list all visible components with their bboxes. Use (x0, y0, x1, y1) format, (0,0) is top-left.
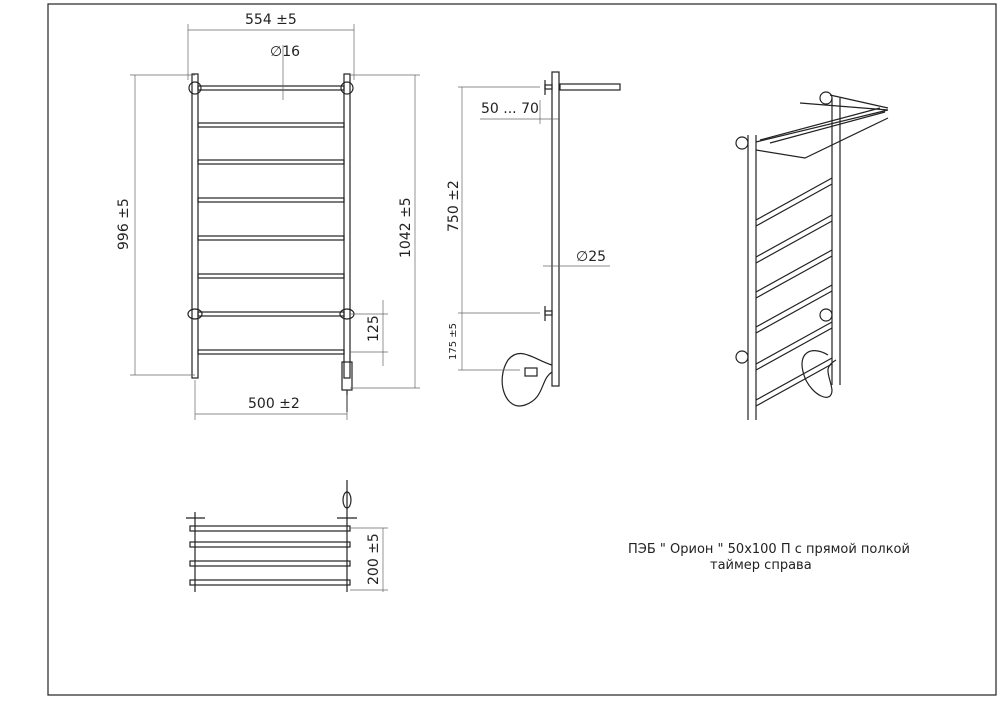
rung (197, 197, 345, 203)
rung (197, 159, 345, 165)
iso-rungs (755, 177, 833, 407)
rung (755, 357, 833, 407)
dim-750: 750 ±2 (446, 180, 462, 232)
dim-554: 554 ±5 (245, 12, 297, 28)
rung (197, 349, 345, 355)
rung (197, 273, 345, 279)
right-rail (343, 73, 351, 379)
title-line-1: ПЭБ " Орион " 50x100 П с прямой полкой (628, 542, 910, 557)
rung (755, 249, 833, 299)
side-rail (551, 71, 560, 387)
dim-1042: 1042 ±5 (398, 197, 414, 258)
side-view: 50 ... 70 750 ±2 175 ±5 ∅25 (446, 71, 621, 407)
drawing-frame (47, 3, 997, 696)
rung (755, 177, 833, 227)
rung (755, 284, 833, 334)
dim-125: 125 (366, 315, 382, 342)
plug (524, 367, 538, 377)
power-cable (501, 353, 553, 407)
dim-50-70: 50 ... 70 (481, 101, 539, 117)
dim-996: 996 ±5 (116, 198, 132, 250)
wall-mount (735, 136, 749, 150)
rung (755, 214, 833, 264)
rung (755, 321, 833, 371)
shelf-bar (559, 83, 621, 91)
shelf-bar (189, 525, 351, 532)
shelf (755, 94, 889, 159)
shelf-bar (189, 560, 351, 567)
timer-unit (342, 491, 352, 509)
front-view: 554 ±5 ∅16 996 ±5 1042 ±5 125 500 ±2 (116, 12, 420, 420)
dim-diameter-25: ∅25 (576, 249, 606, 265)
wall-mount (188, 81, 202, 95)
wall-mount (187, 308, 203, 320)
rung (197, 122, 345, 128)
rungs (197, 85, 345, 355)
wall-mount (544, 84, 553, 90)
wall-mount (819, 91, 833, 105)
top-view: 200 ±5 (186, 480, 388, 592)
rung (197, 311, 345, 317)
rung (197, 85, 345, 91)
isometric-view (735, 91, 889, 420)
left-rail (191, 73, 199, 379)
dim-500: 500 ±2 (248, 396, 300, 412)
wall-mount (735, 350, 749, 364)
shelf-bar (189, 541, 351, 548)
rung (197, 235, 345, 241)
shelf-bar (189, 579, 351, 586)
wall-mount (819, 308, 833, 322)
wall-mount (340, 81, 354, 95)
dim-175: 175 ±5 (448, 323, 459, 360)
title-line-2: таймер справа (710, 558, 812, 573)
wall-mount (544, 310, 553, 316)
dim-diameter-16: ∅16 (270, 44, 300, 60)
power-cable (801, 350, 837, 398)
dim-200: 200 ±5 (366, 533, 382, 585)
